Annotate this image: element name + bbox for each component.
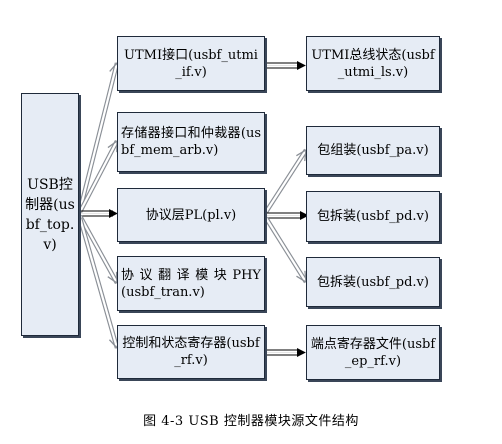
utmi-if-to-utmi-ls-arrow xyxy=(266,61,306,70)
submodule-node-pd1: 包拆装(usbf_pd.v) xyxy=(306,191,440,242)
module-label-mem-arb: 存储器接口和仲裁器(usbf_mem_arb.v) xyxy=(121,126,261,158)
figure-caption: 图 4-3 USB 控制器模块源文件结构 xyxy=(143,414,359,429)
pl-to-pd2-arrow xyxy=(264,216,308,282)
pl-to-pd1-arrow xyxy=(266,211,309,220)
root-to-utmi-if-arrow xyxy=(77,63,117,211)
submodule-label-utmi-ls: UTMI总线状态(usbf_utmi_ls.v) xyxy=(311,47,435,80)
submodule-node-utmi-ls: UTMI总线状态(usbf_utmi_ls.v) xyxy=(306,36,440,91)
submodule-label-pd2: 包拆装(usbf_pd.v) xyxy=(317,274,429,290)
submodule-label-pd1: 包拆装(usbf_pd.v) xyxy=(317,209,429,224)
root-to-rf-arrow xyxy=(77,217,117,348)
pl-to-pa-arrow xyxy=(264,150,308,214)
module-label-pl: 协议层PL(pl.v) xyxy=(145,207,237,223)
root-to-pl-arrow xyxy=(80,209,118,218)
rf-to-ep-rf-arrow xyxy=(266,348,306,357)
module-node-tran: 协 议 翻 译 模 块 PHY(usbf_tran.v) xyxy=(117,256,265,311)
submodule-label-ep-rf: 端点寄存器文件(usbf_ep_rf.v) xyxy=(310,336,436,369)
submodule-node-ep-rf: 端点寄存器文件(usbf_ep_rf.v) xyxy=(306,325,440,380)
module-node-pl: 协议层PL(pl.v) xyxy=(117,188,265,242)
root-node-usb-controller: USB控制器(usbf_top.v) xyxy=(21,93,79,336)
module-node-utmi-if: UTMI接口(usbf_utmi_if.v) xyxy=(117,36,265,91)
submodule-node-pa: 包组装(usbf_pa.v) xyxy=(306,126,440,175)
module-label-utmi-if: UTMI接口(usbf_utmi_if.v) xyxy=(124,47,258,80)
submodule-label-pa: 包组装(usbf_pa.v) xyxy=(317,143,429,158)
root-to-tran-arrow xyxy=(78,214,119,283)
module-label-tran: 协 议 翻 译 模 块 PHY(usbf_tran.v) xyxy=(121,267,261,300)
root-to-mem-arb-arrow xyxy=(78,141,119,214)
submodule-node-pd2: 包拆装(usbf_pd.v) xyxy=(306,257,440,307)
root-node-label: USB控制器(usbf_top.v) xyxy=(25,176,75,253)
module-label-rf: 控制和状态寄存器(usbf_rf.v) xyxy=(122,336,260,368)
module-node-rf: 控制和状态寄存器(usbf_rf.v) xyxy=(117,325,265,379)
module-node-mem-arb: 存储器接口和仲裁器(usbf_mem_arb.v) xyxy=(117,112,265,172)
